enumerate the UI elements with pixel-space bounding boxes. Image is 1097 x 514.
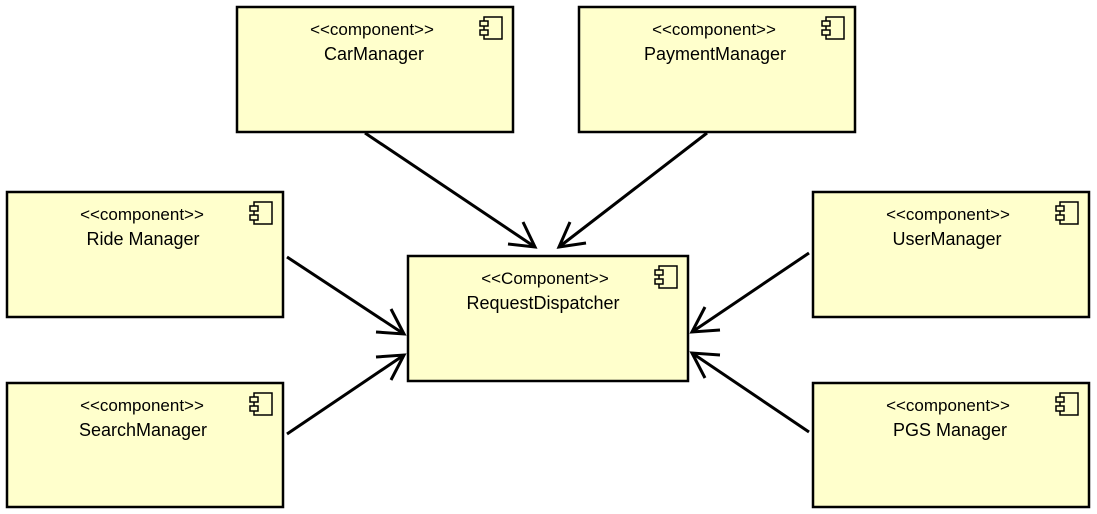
component-icon <box>249 392 273 416</box>
component-icon <box>1055 201 1079 225</box>
component-pgs-manager[interactable]: <<component>> PGS Manager <box>811 381 1091 509</box>
stereotype-label: <<component>> <box>652 20 776 39</box>
stereotype-label: <<Component>> <box>481 269 609 288</box>
component-name: CarManager <box>324 44 424 64</box>
arrow-search-to-dispatcher <box>286 353 407 436</box>
component-icon <box>479 16 503 40</box>
component-name: SearchManager <box>79 420 207 440</box>
arrow-ride-to-dispatcher <box>286 255 407 336</box>
component-name: RequestDispatcher <box>466 293 619 313</box>
component-icon <box>249 201 273 225</box>
arrow-car-to-dispatcher <box>364 131 538 249</box>
stereotype-label: <<component>> <box>886 396 1010 415</box>
component-icon <box>1055 392 1079 416</box>
arrow-pgs-to-dispatcher <box>689 351 810 434</box>
stereotype-label: <<component>> <box>310 20 434 39</box>
stereotype-label: <<component>> <box>80 205 204 224</box>
component-icon <box>654 265 678 289</box>
component-user-manager[interactable]: <<component>> UserManager <box>811 190 1091 319</box>
component-request-dispatcher[interactable]: <<Component>> RequestDispatcher <box>406 254 690 383</box>
component-name: PaymentManager <box>644 44 786 64</box>
stereotype-label: <<component>> <box>80 396 204 415</box>
component-car-manager[interactable]: <<component>> CarManager <box>235 5 515 134</box>
component-name: Ride Manager <box>86 229 199 249</box>
component-name: UserManager <box>892 229 1001 249</box>
component-icon <box>821 16 845 40</box>
component-ride-manager[interactable]: <<component>> Ride Manager <box>5 190 285 319</box>
arrow-payment-to-dispatcher <box>556 131 708 249</box>
component-payment-manager[interactable]: <<component>> PaymentManager <box>577 5 857 134</box>
arrow-user-to-dispatcher <box>689 251 810 334</box>
component-name: PGS Manager <box>893 420 1007 440</box>
stereotype-label: <<component>> <box>886 205 1010 224</box>
component-search-manager[interactable]: <<component>> SearchManager <box>5 381 285 509</box>
